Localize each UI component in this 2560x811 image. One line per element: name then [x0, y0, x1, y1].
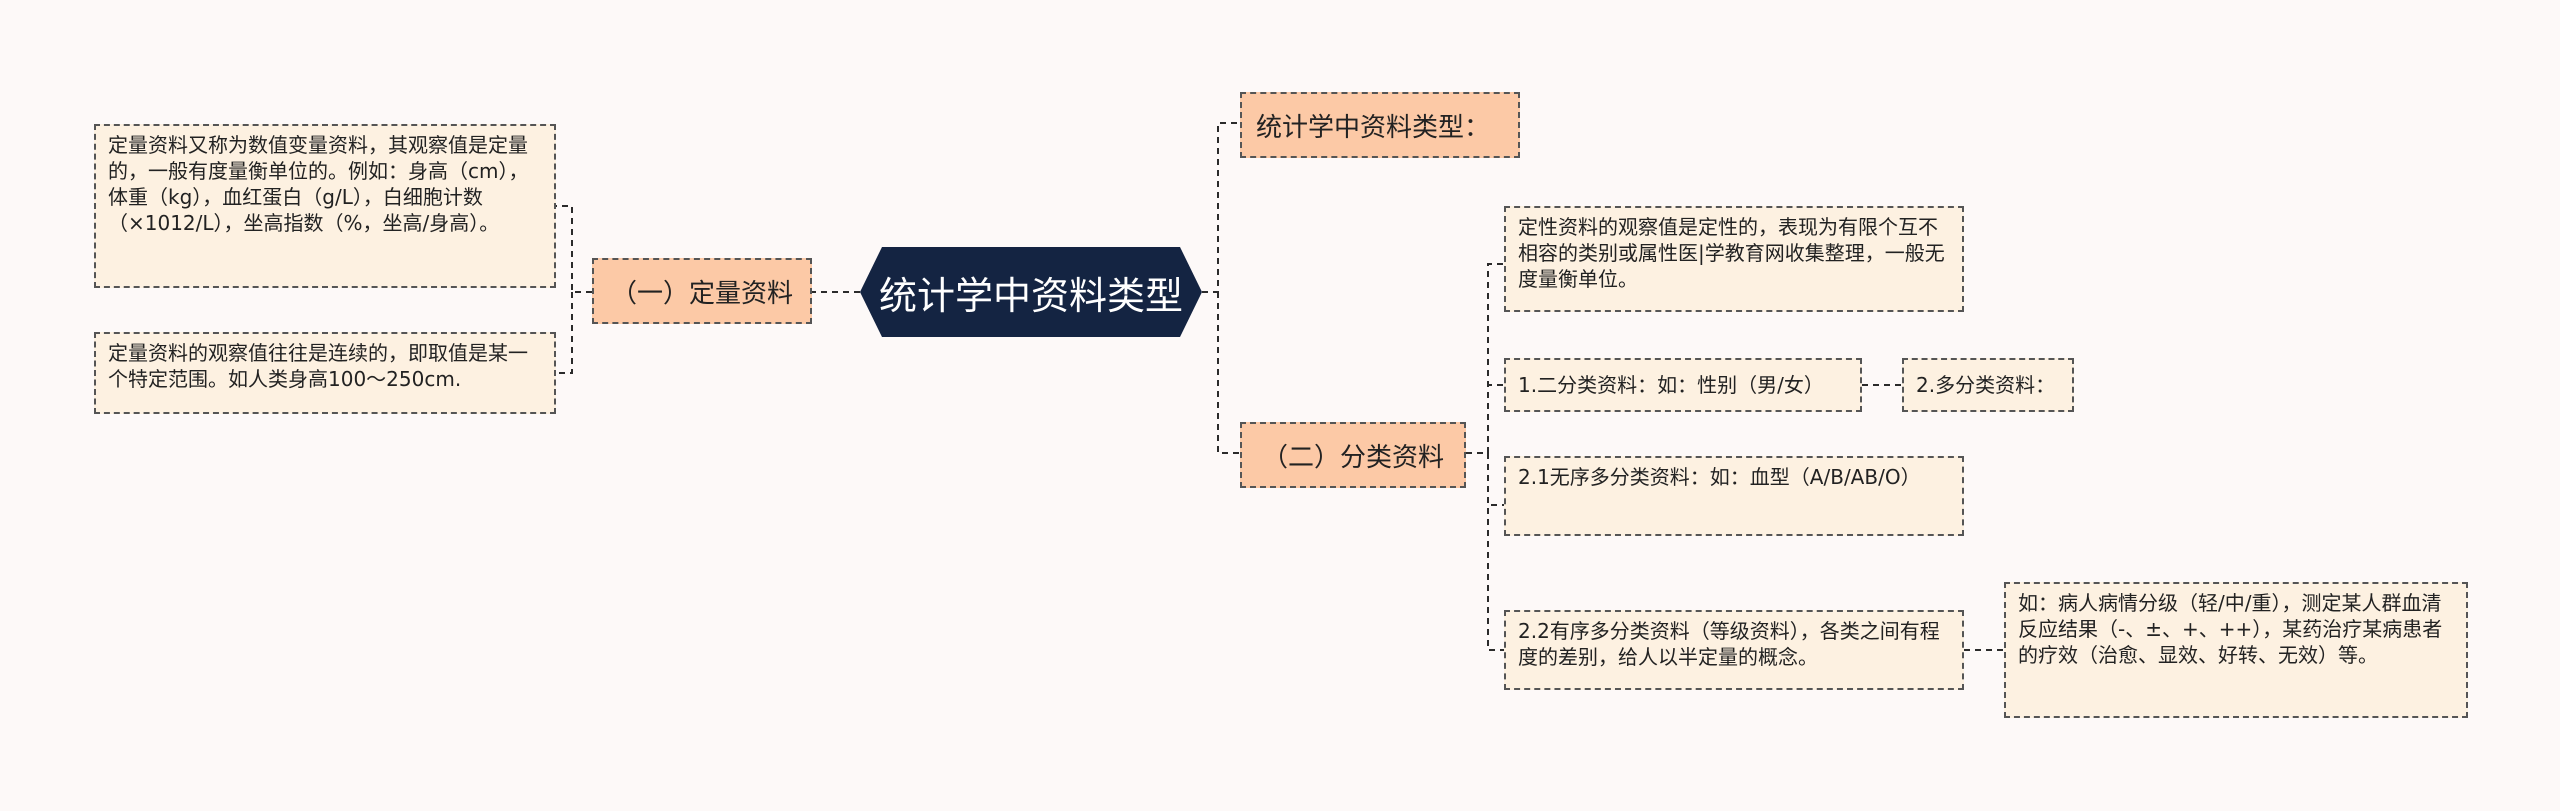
types-heading[interactable]: 统计学中资料类型：	[1240, 92, 1520, 158]
quantitative-range[interactable]: 定量资料的观察值往往是连续的，即取值是某一个特定范围。如人类身高100～250c…	[94, 332, 556, 414]
quantitative-branch[interactable]: （一）定量资料	[592, 258, 812, 324]
connector-quantitative-details	[556, 205, 592, 374]
connector-root-right	[1202, 122, 1240, 454]
ordered-example[interactable]: 如：病人病情分级（轻/中/重），测定某人群血清反应结果（-、±、+、++），某药…	[2004, 582, 2468, 718]
categorical-branch[interactable]: （二）分类资料	[1240, 422, 1466, 488]
categorical-definition[interactable]: 定性资料的观察值是定性的，表现为有限个互不相容的类别或属性医|学教育网收集整理，…	[1504, 206, 1964, 312]
ordered-multi-category[interactable]: 2.2有序多分类资料（等级资料），各类之间有程度的差别，给人以半定量的概念。	[1504, 610, 1964, 690]
unordered-multi-category[interactable]: 2.1无序多分类资料：如：血型（A/B/AB/O）	[1504, 456, 1964, 536]
multi-category[interactable]: 2.多分类资料：	[1902, 358, 2074, 412]
root-topic[interactable]: 统计学中资料类型	[860, 247, 1202, 337]
connector-categorical-details	[1466, 263, 1504, 651]
binary-category[interactable]: 1.二分类资料：如：性别（男/女）	[1504, 358, 1862, 412]
quantitative-definition[interactable]: 定量资料又称为数值变量资料，其观察值是定量的，一般有度量衡单位的。例如：身高（c…	[94, 124, 556, 288]
